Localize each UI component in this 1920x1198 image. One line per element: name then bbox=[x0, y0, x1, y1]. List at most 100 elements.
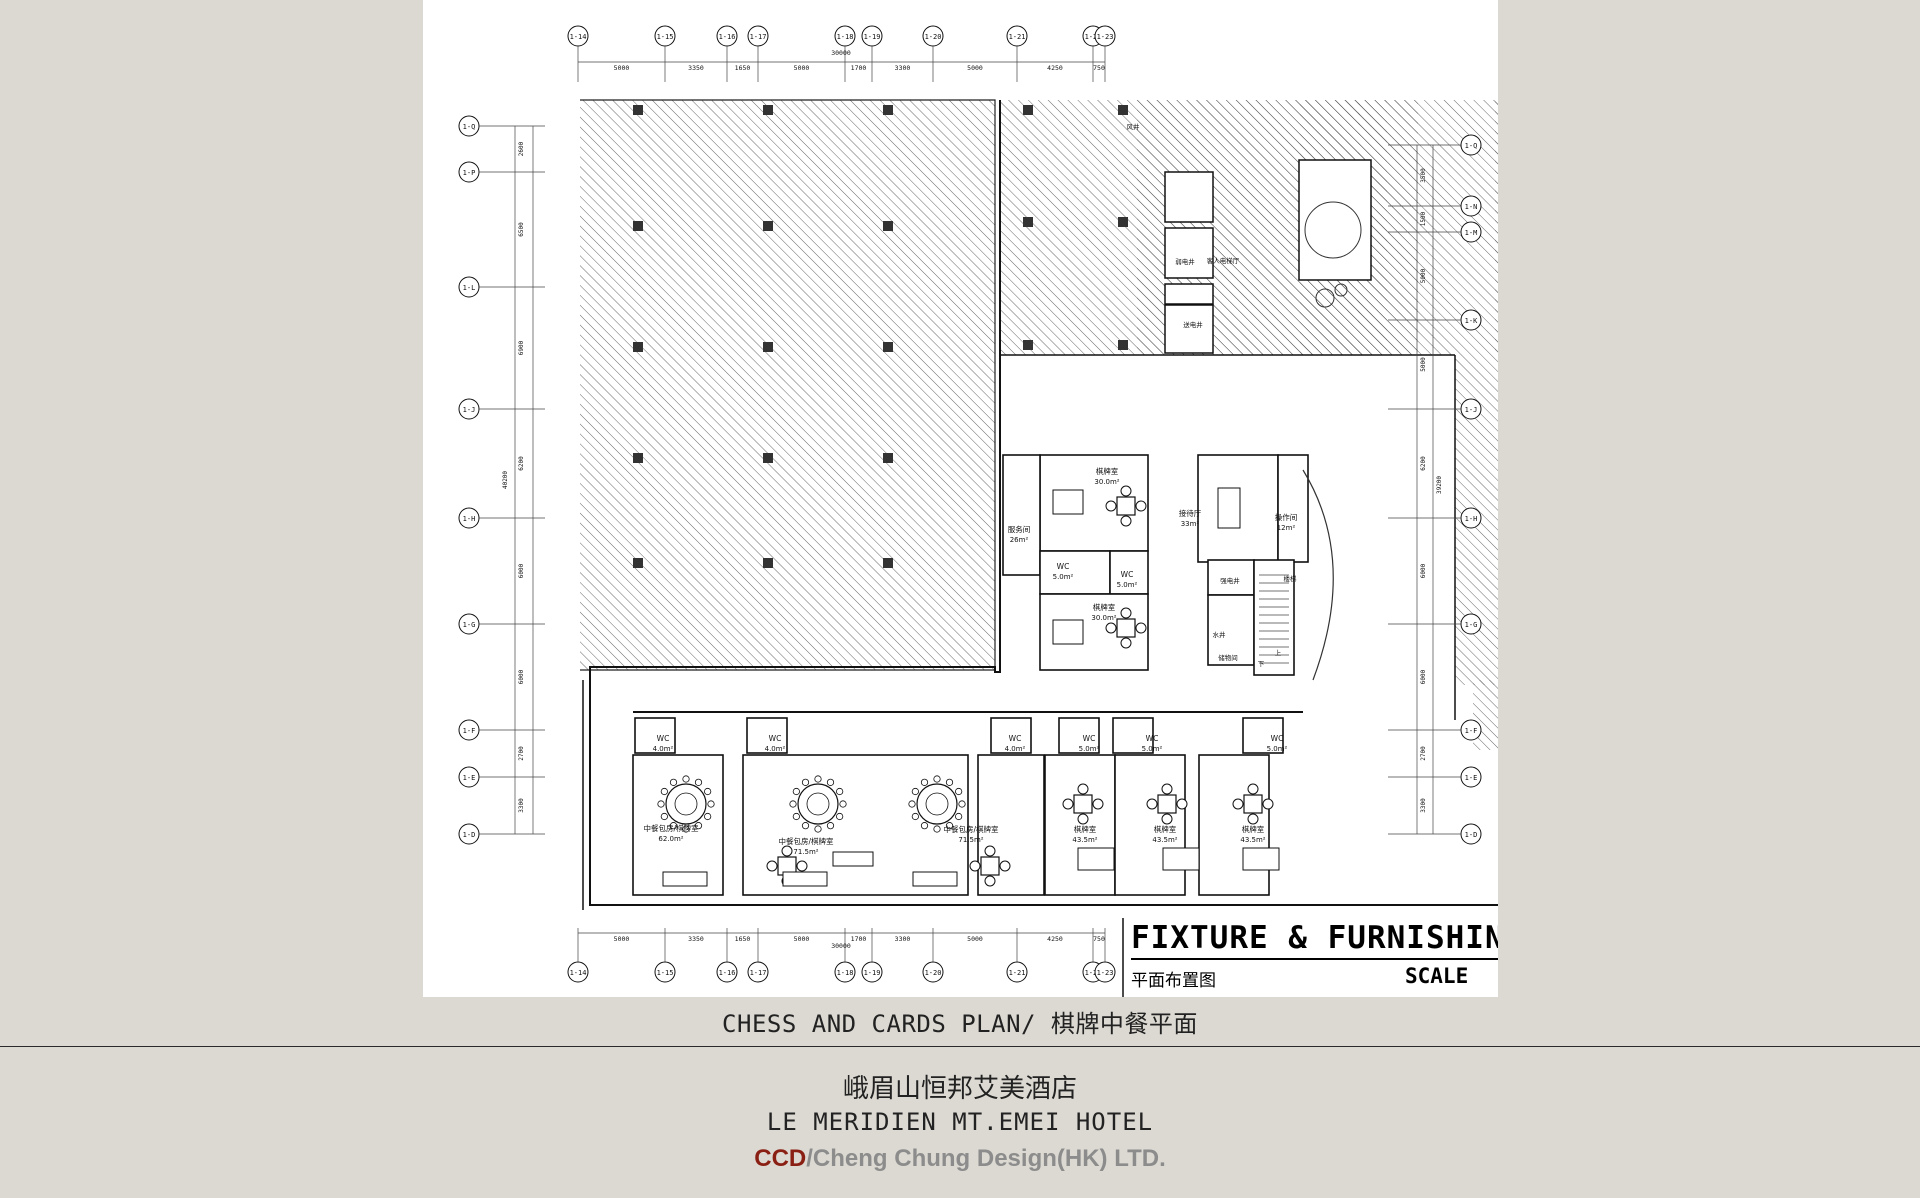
grid-label: 1-D bbox=[1465, 831, 1478, 839]
structural-column bbox=[763, 453, 773, 463]
room-area: 4.0m² bbox=[653, 745, 674, 753]
round-table bbox=[797, 783, 839, 825]
dim-text: 3500 bbox=[1420, 168, 1427, 183]
grid-label: 1-D bbox=[463, 831, 476, 839]
grid-lines: 1-141-141-151-151-161-161-171-171-181-18… bbox=[458, 25, 1482, 983]
card-chair bbox=[1120, 515, 1132, 527]
card-chair bbox=[1062, 798, 1074, 810]
atrium-curve bbox=[1304, 201, 1362, 259]
room-name: WC bbox=[1271, 734, 1284, 743]
grid-label: 1-14 bbox=[570, 33, 587, 41]
grid-label: 1-14 bbox=[570, 969, 587, 977]
dim-text: 6000 bbox=[1420, 669, 1427, 684]
grid-label: 1-H bbox=[1465, 515, 1478, 523]
dim-text: 3300 bbox=[1420, 798, 1427, 813]
card-chair bbox=[1105, 500, 1117, 512]
hatch-zone bbox=[580, 100, 995, 670]
room-name: 接待厅 bbox=[1179, 508, 1202, 518]
round-table bbox=[916, 783, 958, 825]
chair bbox=[955, 812, 963, 821]
dim-total: 39200 bbox=[1436, 476, 1443, 494]
structural-column bbox=[633, 558, 643, 568]
room-bottom-wc bbox=[990, 717, 1032, 754]
atrium-void bbox=[1298, 159, 1372, 281]
chair bbox=[814, 825, 822, 833]
chair bbox=[945, 778, 954, 786]
chair bbox=[707, 800, 715, 808]
planter-circle bbox=[1334, 283, 1348, 297]
grid-label: 1-23 bbox=[1097, 969, 1114, 977]
chair bbox=[704, 812, 712, 821]
structural-column bbox=[633, 221, 643, 231]
curved-wall bbox=[1302, 469, 1334, 681]
sofa bbox=[1162, 847, 1200, 871]
small-label: 客人电梯厅 bbox=[1207, 256, 1240, 265]
room-bottom-wc bbox=[1112, 717, 1154, 754]
grid-label: 1-16 bbox=[719, 969, 736, 977]
chair bbox=[908, 800, 916, 808]
dim-text: 6000 bbox=[518, 563, 525, 578]
lazy-susan bbox=[674, 792, 698, 816]
grid-label: 1-18 bbox=[837, 33, 854, 41]
card-chair bbox=[1232, 798, 1244, 810]
dim-text: 1700 bbox=[851, 64, 867, 72]
grid-label: 1-18 bbox=[837, 969, 854, 977]
chair bbox=[682, 775, 690, 783]
structural-column bbox=[883, 453, 893, 463]
chair bbox=[920, 778, 929, 786]
card-chair bbox=[796, 860, 808, 872]
card-chair bbox=[1077, 813, 1089, 825]
dim-text: 6000 bbox=[1420, 563, 1427, 578]
dim-text: 5000 bbox=[1420, 357, 1427, 372]
card-chair bbox=[984, 845, 996, 857]
title-block-scale: SCALE bbox=[1405, 964, 1469, 988]
room-area: 30.0m² bbox=[1094, 478, 1119, 486]
chair bbox=[836, 812, 844, 821]
room-wc-b bbox=[1109, 550, 1149, 595]
hotel-name-en: LE MERIDIEN MT.EMEI HOTEL bbox=[766, 1108, 1154, 1136]
room-bottom-5 bbox=[1198, 754, 1270, 896]
planter-circle bbox=[1315, 288, 1335, 308]
card-chair bbox=[1161, 783, 1173, 795]
grid-label: 1-N bbox=[1465, 203, 1478, 211]
chair bbox=[682, 825, 690, 833]
room-name: 中餐包房/棋牌室 bbox=[943, 824, 999, 834]
room-name: 棋牌室 bbox=[1242, 824, 1265, 834]
small-label: 楼梯 bbox=[1284, 574, 1298, 583]
dim-text: 750 bbox=[1093, 64, 1105, 72]
small-label: 水井 bbox=[1213, 630, 1227, 639]
card-table bbox=[1116, 496, 1136, 516]
room-area: 33m² bbox=[1181, 520, 1200, 528]
chair bbox=[801, 822, 810, 830]
chair bbox=[657, 800, 665, 808]
chair bbox=[826, 778, 835, 786]
chair bbox=[801, 778, 810, 786]
grid-label: 1-J bbox=[1465, 406, 1478, 414]
grid-label: 1-23 bbox=[1097, 33, 1114, 41]
structural-column bbox=[633, 105, 643, 115]
room-area: 43.5m² bbox=[1072, 836, 1097, 844]
dim-text: 2700 bbox=[1420, 746, 1427, 761]
room-name: WC bbox=[657, 734, 670, 743]
room-area: 12m² bbox=[1277, 524, 1296, 532]
structural-column bbox=[763, 342, 773, 352]
structural-column bbox=[883, 342, 893, 352]
chair bbox=[704, 787, 712, 796]
grid-label: 1-17 bbox=[750, 33, 767, 41]
card-chair bbox=[1247, 813, 1259, 825]
card-chair bbox=[1120, 485, 1132, 497]
card-chair bbox=[1120, 607, 1132, 619]
grid-label: 1-F bbox=[1465, 727, 1478, 735]
structural-column bbox=[1023, 105, 1033, 115]
dim-text: 6200 bbox=[518, 456, 525, 471]
room-pantry bbox=[1277, 454, 1309, 563]
core-shaft bbox=[1164, 283, 1214, 305]
room-area: 43.5m² bbox=[1152, 836, 1177, 844]
dim-text: 5000 bbox=[1420, 268, 1427, 283]
card-chair bbox=[999, 860, 1011, 872]
room-area: 62.0m² bbox=[658, 835, 683, 843]
dim-text: 6900 bbox=[518, 340, 525, 355]
title-block: FIXTURE & FURNISHIN bbox=[1131, 920, 1498, 956]
card-chair bbox=[1105, 622, 1117, 634]
